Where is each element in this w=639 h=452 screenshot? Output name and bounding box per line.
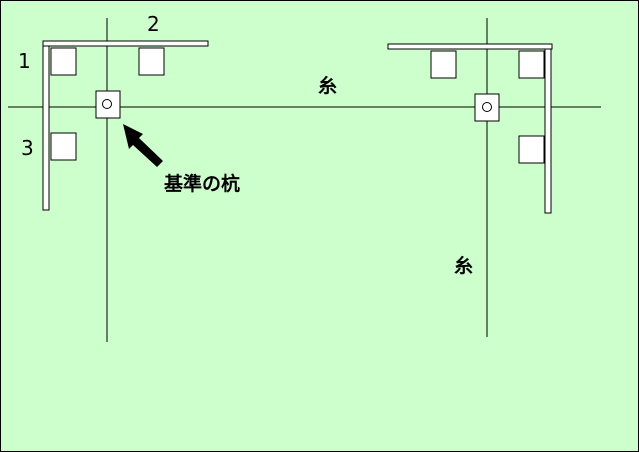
string-label-right: 糸	[454, 254, 473, 277]
batter-post-right-top-left	[430, 50, 457, 79]
label-1: 1	[18, 49, 31, 73]
label-2: 2	[147, 12, 160, 36]
right-batter-board-side	[544, 48, 552, 214]
batter-post-2	[138, 47, 165, 76]
batter-post-3	[50, 132, 77, 161]
right-batter-board-top	[387, 43, 553, 50]
string-label-top: 糸	[318, 74, 337, 97]
reference-stake-right-nail	[482, 102, 492, 112]
reference-stake-label: 基準の杭	[163, 172, 240, 195]
batter-post-1	[50, 47, 77, 76]
pointer-arrow	[123, 124, 163, 167]
left-batter-board-top	[42, 40, 209, 47]
batter-post-right-lower	[518, 135, 545, 164]
reference-stake-left-nail	[102, 99, 112, 109]
batter-post-right-top-right	[518, 50, 545, 79]
label-3: 3	[21, 136, 34, 160]
left-batter-board-side	[42, 45, 50, 211]
